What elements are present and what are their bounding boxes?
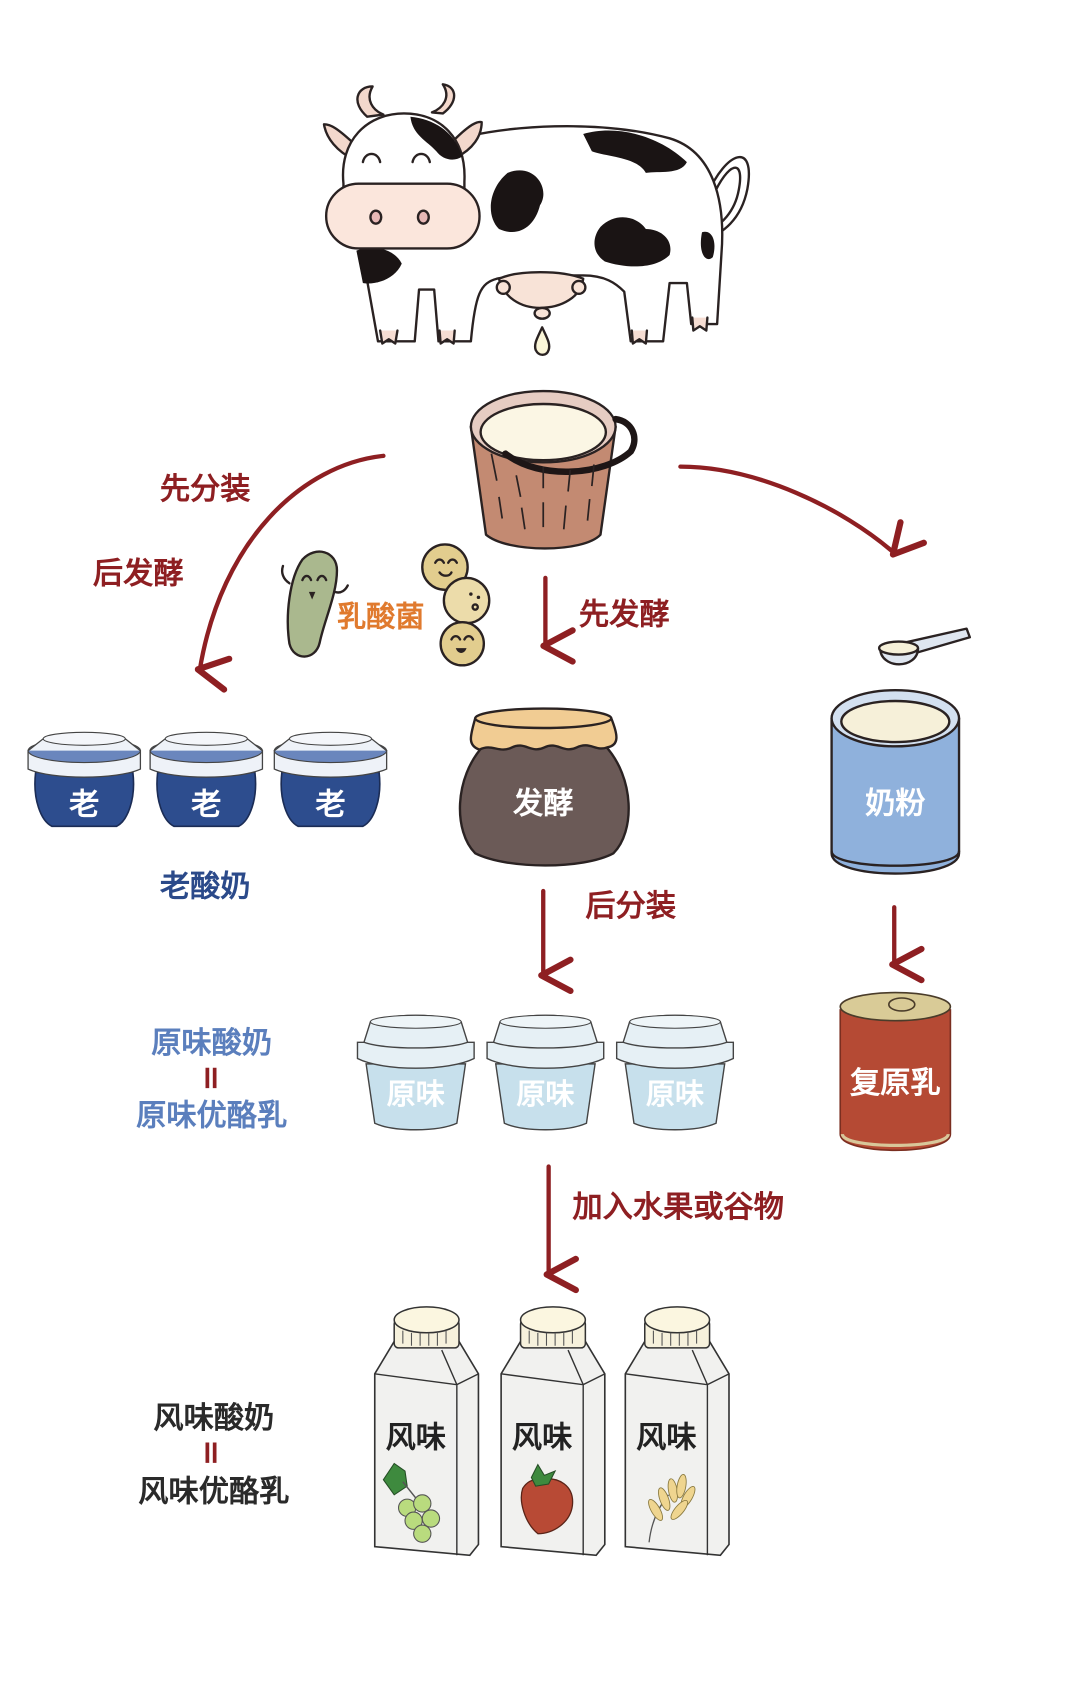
plain-cup-label: 原味 (646, 1077, 704, 1111)
flavor-yogurt-name: 风味酸奶 (153, 1401, 274, 1436)
arrow-right-curve (678, 464, 927, 558)
old-yogurt-cup: 老 (27, 731, 142, 828)
bacteria-label: 乳酸菌 (337, 599, 424, 633)
equals-sign: = (193, 1439, 231, 1466)
flavor-yoghurt-alias: 风味优酪乳 (138, 1474, 289, 1509)
old-yogurt-cups: 老 老 老 (27, 731, 388, 828)
flavor-bottle-label: 风味 (636, 1420, 696, 1455)
flavor-bottle-grape: 风味 (373, 1306, 480, 1557)
milk-powder-label: 奶粉 (865, 786, 926, 821)
plain-yogurt-cup: 原味 (615, 1014, 735, 1131)
edge-label-then-ferment: 后发酵 (93, 556, 184, 591)
reconstituted-milk-can-icon: 复原乳 (839, 991, 952, 1151)
flavor-yogurt-equivalence: 风味酸奶 = 风味优酪乳 (138, 1401, 289, 1509)
old-yogurt-cup: 老 (149, 731, 264, 828)
flavor-bottle-strawberry: 风味 (500, 1306, 606, 1557)
old-yogurt-cup: 老 (273, 731, 388, 828)
flavor-bottle-grain: 风味 (624, 1306, 730, 1557)
edge-label-then-package: 后分装 (585, 889, 676, 924)
flavor-bottle-label: 风味 (386, 1420, 446, 1455)
old-cup-label: 老 (191, 787, 221, 822)
flavor-bottle-label: 风味 (512, 1420, 572, 1455)
flavor-bottles: 风味 风味 (373, 1306, 730, 1557)
wheat-icon (648, 1474, 696, 1543)
old-cup-label: 老 (315, 787, 345, 822)
lactobacillus-rod-icon (280, 550, 349, 658)
milk-bucket-icon (469, 389, 638, 550)
milk-powder-can-icon: 奶粉 (830, 627, 972, 875)
old-cup-label: 老 (69, 787, 99, 822)
arrow-left-curve (194, 453, 386, 693)
strawberry-icon (520, 1463, 574, 1535)
plain-yogurt-cups: 原味 原味 原味 (356, 1014, 735, 1131)
plain-yoghurt-alias: 原味优酪乳 (136, 1098, 287, 1133)
grape-icon (382, 1462, 441, 1543)
plain-yogurt-cup: 原味 (356, 1014, 475, 1131)
old-yogurt-label: 老酸奶 (160, 869, 251, 904)
edge-label-first-ferment: 先发酵 (579, 597, 670, 632)
reconstituted-milk-label: 复原乳 (850, 1066, 941, 1101)
plain-cup-label: 原味 (516, 1077, 574, 1111)
plain-cup-label: 原味 (387, 1077, 445, 1111)
ferment-jar-icon: 发酵 (458, 707, 630, 867)
plain-yogurt-cup: 原味 (486, 1014, 605, 1131)
cow-icon (322, 83, 750, 357)
plain-yogurt-equivalence: 原味酸奶 = 原味优酪乳 (136, 1026, 287, 1133)
edge-label-first-package: 先分装 (160, 472, 251, 507)
lactococcus-cluster-icon (421, 543, 491, 667)
edge-label-add-fruit-grain: 加入水果或谷物 (572, 1190, 784, 1225)
ferment-jar-label: 发酵 (513, 786, 573, 821)
plain-yogurt-name: 原味酸奶 (151, 1026, 272, 1061)
equals-sign: = (193, 1064, 231, 1091)
